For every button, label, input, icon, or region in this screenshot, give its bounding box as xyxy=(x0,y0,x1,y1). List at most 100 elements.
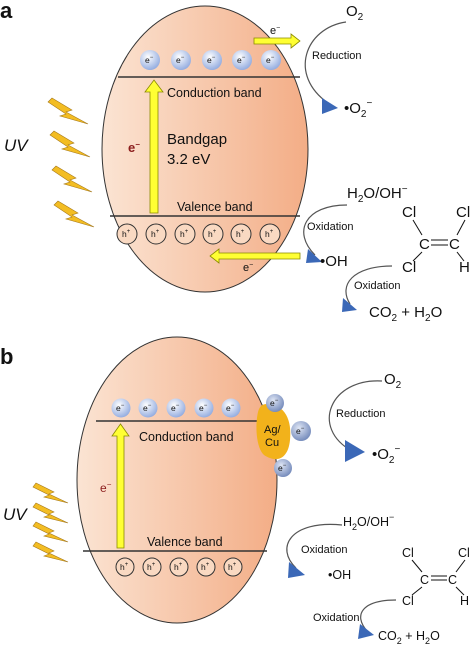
panel-b-water: H2O/OH− xyxy=(343,512,394,532)
panel-a-excitation-arrow xyxy=(144,79,164,214)
panel-b-letter: b xyxy=(0,344,13,369)
electron-ball: e− xyxy=(221,398,241,418)
panel-a-oxidation-curve-1 xyxy=(303,204,348,256)
panel-a-cb-electrons: e− e− e− e− e− xyxy=(140,50,281,70)
svg-text:h+: h+ xyxy=(228,562,237,572)
panel-a-tce-molecule: Cl Cl Cl H C C xyxy=(402,204,470,276)
hole-circle: h+ xyxy=(259,223,281,245)
panel-a-oxidation-triangle-icon-2 xyxy=(342,298,357,312)
electron-ball: e− xyxy=(274,459,292,477)
electron-ball: e− xyxy=(266,394,284,412)
tce-bond xyxy=(412,219,423,236)
tce-cl-top-right: Cl xyxy=(458,546,470,560)
panel-b-reduction-label: Reduction xyxy=(336,408,386,420)
svg-text:h+: h+ xyxy=(120,562,129,572)
panel-b-products: CO2 + H2O xyxy=(378,629,440,646)
tce-c-right: C xyxy=(449,236,460,253)
panel-a-bandgap-label: Bandgap xyxy=(167,131,227,148)
uv-bolt-icon xyxy=(32,521,69,543)
svg-text:h+: h+ xyxy=(180,229,189,239)
electron-ball: e− xyxy=(194,398,214,418)
panel-a-excited-electron: e− xyxy=(128,140,140,155)
tce-cl-top-left: Cl xyxy=(402,546,414,560)
panel-a: a Conduction band Valence band e− e− e− … xyxy=(0,0,470,324)
panel-a-oxidation-triangle-icon xyxy=(306,249,322,263)
panel-a-valence-band-label: Valence band xyxy=(177,200,253,214)
svg-text:e−: e− xyxy=(207,55,216,65)
panel-a-o2: O2 xyxy=(346,3,364,23)
panel-a-electron-out-arrow xyxy=(253,33,301,49)
uv-bolt-icon xyxy=(47,97,89,125)
svg-text:e−: e− xyxy=(176,55,185,65)
panel-b-oxidation-triangle-icon xyxy=(288,562,305,578)
svg-text:h+: h+ xyxy=(147,562,156,572)
panel-a-products: CO2 + H2O xyxy=(369,304,442,324)
cocatalyst-particle xyxy=(256,404,291,460)
panel-b-vb-holes: h+ h+ h+ h+ h+ xyxy=(115,557,243,577)
uv-bolt-icon xyxy=(32,541,69,563)
panel-b-cocatalyst: Ag/ Cu e− e− e− xyxy=(256,394,311,477)
panel-a-conduction-band-label: Conduction band xyxy=(167,86,262,100)
panel-b-conduction-band-label: Conduction band xyxy=(139,430,234,444)
cocatalyst-label-line2: Cu xyxy=(265,437,279,449)
panel-b-uv-bolts xyxy=(32,482,69,563)
svg-text:h+: h+ xyxy=(151,229,160,239)
svg-text:e−: e− xyxy=(266,55,275,65)
panel-a-reduction-curve xyxy=(304,21,347,104)
hole-circle: h+ xyxy=(223,557,243,577)
svg-text:h+: h+ xyxy=(265,229,274,239)
electron-ball: e− xyxy=(138,398,158,418)
panel-a-letter: a xyxy=(0,0,13,23)
panel-a-reduction-triangle-icon xyxy=(322,98,338,114)
panel-b-oxidation-label-1: Oxidation xyxy=(301,544,347,556)
tce-bond xyxy=(455,586,465,596)
panel-a-electron-in-label: e− xyxy=(243,262,253,274)
electron-ball: e− xyxy=(171,50,191,70)
cocatalyst-label-line1: Ag/ xyxy=(264,424,281,436)
tce-bond xyxy=(455,559,466,573)
hole-circle: h+ xyxy=(196,557,216,577)
panel-a-electron-out-label: e− xyxy=(270,25,280,37)
hole-circle: h+ xyxy=(142,557,162,577)
tce-bond xyxy=(411,586,423,596)
tce-cl-bottom-left: Cl xyxy=(402,594,414,608)
tce-cl-bottom-left: Cl xyxy=(402,259,416,276)
hole-circle: h+ xyxy=(202,223,224,245)
panel-b-oxidation-triangle-icon-2 xyxy=(358,624,374,639)
panel-b-tce-molecule: Cl Cl Cl H C C xyxy=(402,546,470,608)
panel-a-uv-label: UV xyxy=(4,136,29,155)
panel-a-electron-in-arrow xyxy=(209,248,301,264)
panel-b-hydroxyl: •OH xyxy=(328,568,351,582)
panel-a-reduction-label: Reduction xyxy=(312,50,362,62)
tce-c-left: C xyxy=(420,573,429,587)
svg-text:e−: e− xyxy=(143,403,152,413)
panel-b-reduction-triangle-icon xyxy=(345,440,365,462)
electron-ball: e− xyxy=(261,50,281,70)
tce-cl-top-right: Cl xyxy=(456,204,470,221)
panel-b-valence-band-label: Valence band xyxy=(147,535,223,549)
panel-a-vb-holes: h+ h+ h+ h+ h+ h+ xyxy=(116,223,281,245)
panel-b: b Conduction band Valence band e− e− e− … xyxy=(0,336,470,646)
panel-b-excited-electron: e− xyxy=(100,480,112,495)
panel-a-bandgap-value: 3.2 eV xyxy=(167,151,210,168)
tce-h-bottom-right: H xyxy=(460,594,469,608)
tce-c-right: C xyxy=(448,573,457,587)
panel-b-cb-electrons: e− e− e− e− e− xyxy=(111,398,241,418)
tce-bond xyxy=(456,251,465,262)
panel-a-oxidation-curve-2 xyxy=(345,265,393,305)
hole-circle: h+ xyxy=(145,223,167,245)
panel-b-superoxide: •O2− xyxy=(372,444,400,466)
svg-text:h+: h+ xyxy=(201,562,210,572)
panel-a-oxidation-label-1: Oxidation xyxy=(307,221,353,233)
panel-a-oxidation-label-2: Oxidation xyxy=(354,280,400,292)
panel-b-oxidation-label-2: Oxidation xyxy=(313,612,359,624)
panel-a-hydroxyl: •OH xyxy=(320,253,348,270)
uv-bolt-icon xyxy=(32,482,69,504)
hole-circle: h+ xyxy=(115,557,135,577)
electron-ball: e− xyxy=(166,398,186,418)
panel-b-reduction-curve xyxy=(328,380,383,452)
panel-a-uv-bolts xyxy=(47,97,95,228)
electron-ball: e− xyxy=(202,50,222,70)
panel-a-water: H2O/OH− xyxy=(347,184,408,205)
